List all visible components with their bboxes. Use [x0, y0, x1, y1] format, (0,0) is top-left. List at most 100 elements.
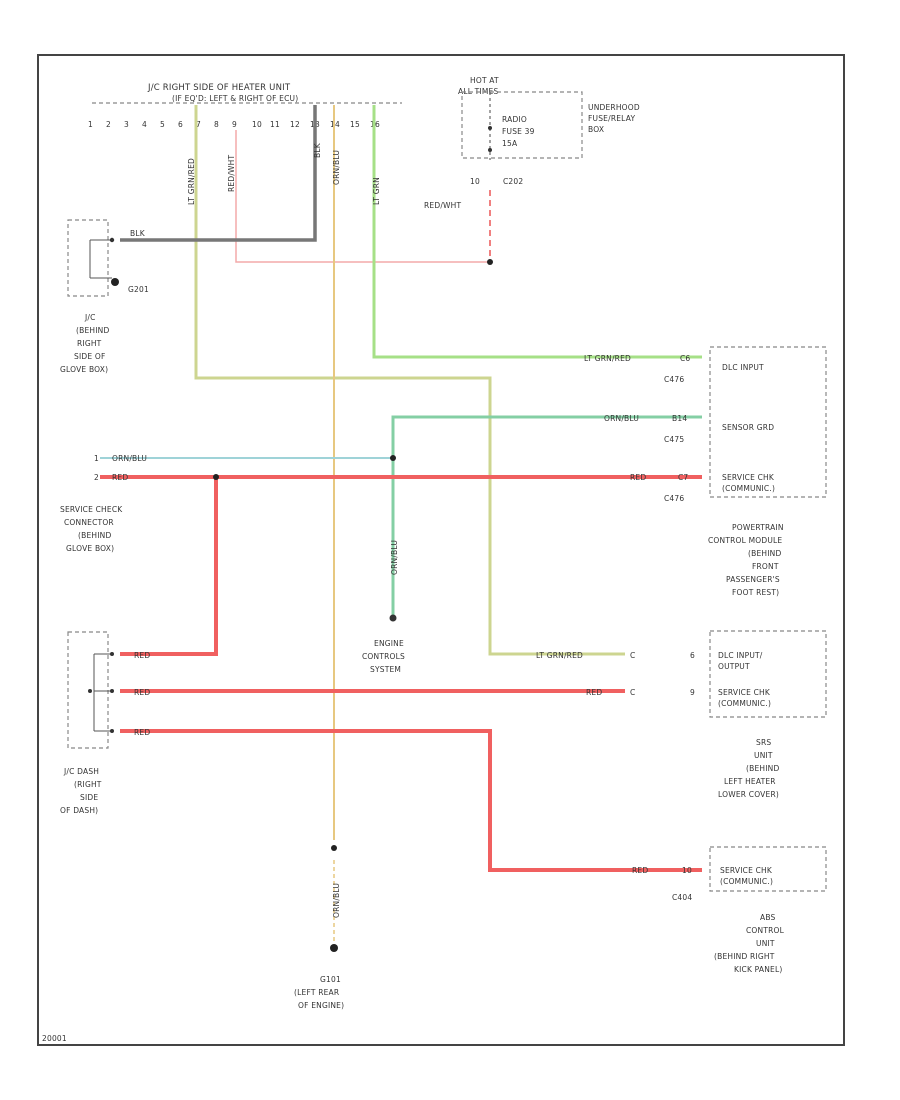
footer-code: 20001 [42, 1034, 67, 1043]
jc-glove-label: (BEHIND [76, 326, 109, 335]
wire-label: ORN/BLU [332, 150, 341, 185]
service-check-label: CONNECTOR [64, 518, 114, 527]
jc-dash-label: SIDE [80, 793, 98, 802]
engine-controls-wire-label: ORN/BLU [390, 540, 399, 575]
pcm-wire-label: LT GRN/RED [584, 354, 631, 363]
abs-label: ABS [760, 913, 776, 922]
wire-lt-grn-pcm [372, 105, 702, 359]
fuse-connector: C202 [503, 177, 523, 186]
jc-dash-label: OF DASH) [60, 806, 98, 815]
abs-label: (BEHIND RIGHT [714, 952, 775, 961]
abs-label: UNIT [756, 939, 775, 948]
heater-pin: 5 [160, 120, 165, 129]
wire-lt-grn-red-srs [194, 105, 625, 656]
wire-label: BLK [313, 142, 322, 158]
connector-pin-dot [110, 652, 114, 656]
pcm-connector: C476 [664, 375, 684, 384]
connector-pin-dot [109, 237, 115, 243]
g101-wire-label: ORN/BLU [332, 883, 341, 918]
srs-outline [709, 630, 827, 718]
abs-connector: C404 [672, 893, 692, 902]
srs-label: (BEHIND [746, 764, 779, 773]
pcm-pin: C7 [678, 473, 688, 482]
jc-glove-label: GLOVE BOX) [60, 365, 108, 374]
engine-controls: ORN/BLU ENGINE CONTROLS SYSTEM [362, 540, 405, 674]
pcm-connector: C475 [664, 435, 684, 444]
srs-pin-label: OUTPUT [718, 662, 750, 671]
heater-pin: 9 [232, 120, 237, 129]
splice-dot [487, 259, 493, 265]
fuse-terminal [488, 126, 492, 130]
srs-pin-label: DLC INPUT/ [718, 651, 763, 660]
heater-pin: 15 [350, 120, 360, 129]
fuse-text: 15A [502, 139, 518, 148]
srs-block: LT GRN/RED C 6 DLC INPUT/ OUTPUT RED C 9… [536, 630, 827, 799]
heater-pin: 3 [124, 120, 129, 129]
wire-orn-blu-pcm [391, 415, 702, 618]
service-check-pin: 2 [94, 473, 99, 482]
heater-pin: 10 [252, 120, 262, 129]
diagram-frame [37, 54, 845, 1046]
splice-dot [213, 474, 219, 480]
pcm-pin-label: SENSOR GRD [722, 423, 774, 432]
ground-label: G201 [128, 285, 149, 294]
pcm-pin-label: SERVICE CHK [722, 473, 775, 482]
connector-pin-dot [110, 689, 114, 693]
engine-controls-label: CONTROLS [362, 652, 405, 661]
heater-pin: 6 [178, 120, 183, 129]
connector-dot [331, 845, 337, 851]
abs-outline [709, 846, 827, 892]
heater-pin: 12 [290, 120, 300, 129]
heater-pin: 8 [214, 120, 219, 129]
service-check-pin: 1 [94, 454, 99, 463]
jc-glove-wire-label: BLK [130, 229, 146, 238]
jc-glove-label: SIDE OF [74, 352, 106, 361]
abs-pin-label: SERVICE CHK [720, 866, 773, 875]
srs-label: LOWER COVER) [718, 790, 779, 799]
g101-label: OF ENGINE) [298, 1001, 344, 1010]
wire-label: RED/WHT [227, 154, 236, 192]
abs-pin: 10 [682, 866, 692, 875]
heater-unit-subtitle: (IF EQ'D: LEFT & RIGHT OF ECU) [172, 94, 298, 103]
pcm-label: (BEHIND [748, 549, 781, 558]
service-check-label: (BEHIND [78, 531, 111, 540]
heater-pin: 1 [88, 120, 93, 129]
fuse-terminal [488, 148, 492, 152]
jc-glove-label: J/C [84, 313, 96, 322]
fuse-wire-label: RED/WHT [424, 201, 462, 210]
srs-pin: 6 [690, 651, 695, 660]
srs-wire-label: LT GRN/RED [536, 651, 583, 660]
srs-pin-label: (COMMUNIC.) [718, 699, 771, 708]
fuse-hot-label: HOT AT [470, 76, 499, 85]
abs-wire-label: RED [632, 866, 648, 875]
ground-dot [111, 278, 119, 286]
pcm-label: CONTROL MODULE [708, 536, 782, 545]
connector-pin-dot [110, 729, 114, 733]
heater-pin-numbers: 1 2 3 4 5 6 7 8 9 10 11 12 13 14 15 16 [88, 120, 380, 129]
srs-wire-label: RED [586, 688, 602, 697]
jc-dash-wire-label: RED [134, 651, 150, 660]
srs-label: SRS [756, 738, 771, 747]
fuse-block: HOT AT ALL TIMES RADIO FUSE 39 15A UNDER… [424, 76, 640, 265]
fuse-connector-pin: 10 [470, 177, 480, 186]
underhood-box-outline [461, 91, 583, 159]
underhood-box-label: FUSE/RELAY [588, 114, 635, 123]
engine-controls-label: SYSTEM [370, 665, 401, 674]
heater-unit-title: J/C RIGHT SIDE OF HEATER UNIT [147, 83, 291, 93]
srs-pin-label: SERVICE CHK [718, 688, 771, 697]
pcm-wire-label: RED [630, 473, 646, 482]
heater-pin: 11 [270, 120, 280, 129]
wire-label: LT GRN/RED [187, 158, 196, 205]
abs-label: KICK PANEL) [734, 965, 783, 974]
engine-controls-dot [389, 614, 397, 622]
pcm-connector: C476 [664, 494, 684, 503]
fuse-text: RADIO [502, 115, 527, 124]
splice-dot [390, 455, 396, 461]
g101-ground: ORN/BLU G101 (LEFT REAR OF ENGINE) [294, 845, 344, 1010]
pcm-outline [709, 346, 827, 498]
jc-glove-label: RIGHT [77, 339, 102, 348]
jc-dash-wire-label: RED [134, 728, 150, 737]
underhood-box-label: BOX [588, 125, 604, 134]
jc-dash-wire-label: RED [134, 688, 150, 697]
